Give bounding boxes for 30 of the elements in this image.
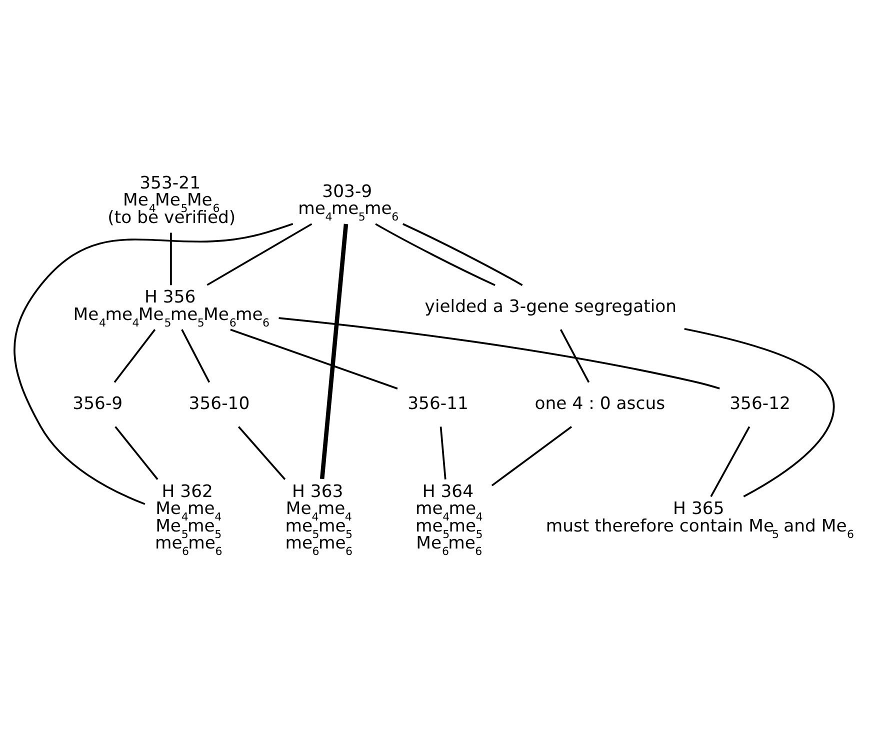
- node-text: one 4 : 0 ascus: [534, 394, 665, 414]
- connector: [278, 317, 720, 390]
- node-text: 303-9 me$_{4}$me$_{5}$me$_{6}$: [298, 182, 398, 224]
- node-text: 356-12: [729, 394, 790, 414]
- node-text: 356-11: [407, 394, 468, 414]
- connector: [230, 328, 398, 390]
- connector: [559, 329, 590, 383]
- node-text: 356-9: [72, 394, 122, 414]
- connector: [237, 426, 286, 480]
- connector: [113, 329, 156, 383]
- node-text: H 363 Me$_{4}$me$_{4}$ me$_{5}$me$_{5}$ me$_{6}$me$_{6}$: [284, 482, 352, 558]
- node-text: yielded a 3-gene segregation: [424, 296, 676, 317]
- connector: [710, 426, 750, 498]
- node-text: H 356 Me$_{4}$me$_{4}$Me$_{5}$me$_{5}$Me$_{6}$me$_{6}$: [72, 288, 270, 330]
- connector: [684, 328, 834, 498]
- connector: [170, 232, 172, 286]
- connector: [206, 223, 312, 286]
- node-text: 353-21 Me$_{4}$Me$_{5}$Me$_{6}$ (to be verified): [107, 173, 236, 228]
- connector: [439, 426, 446, 480]
- node-text: H 362 Me$_{4}$me$_{4}$ Me$_{5}$me$_{5}$ me$_{6}$me$_{6}$: [154, 482, 222, 558]
- node-text: H 364 me$_{4}$me$_{4}$ me$_{5}$me$_{5}$ Me$_{6}$me$_{6}$: [415, 482, 482, 558]
- connector: [490, 426, 572, 486]
- node-text: H 365 must therefore contain Me$_{5}$ and Me$_{6}$: [545, 499, 854, 541]
- connector: [114, 426, 158, 480]
- connector: [319, 224, 348, 480]
- connector: [402, 223, 522, 286]
- connector: [13, 223, 293, 505]
- node-text: 356-10: [188, 394, 250, 414]
- connector: [180, 329, 210, 383]
- connector: [374, 223, 495, 286]
